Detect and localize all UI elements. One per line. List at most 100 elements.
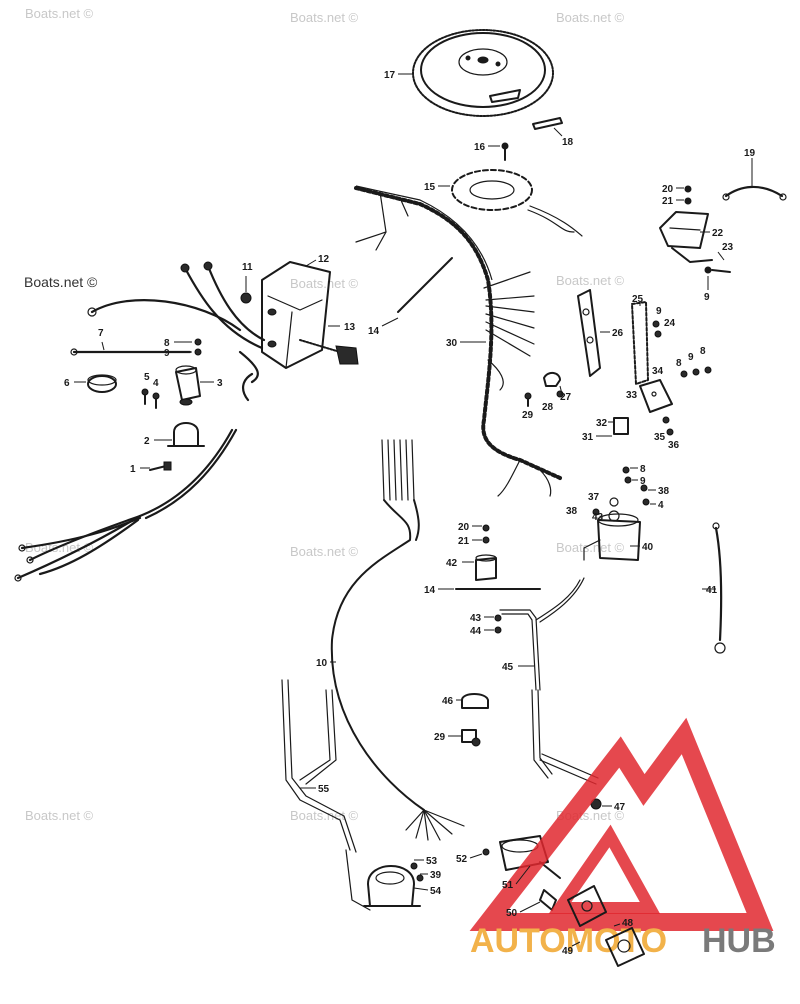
callout-18: 18 [562,137,574,148]
callout-50: 50 [506,908,518,919]
ignition-coil [299,339,359,365]
sleeve [87,375,117,393]
watermark: Boats.net © [290,544,359,559]
callout-16: 16 [474,142,486,153]
watermark: Boats.net © [290,276,359,291]
callout-10: 10 [316,658,328,669]
callout-4b: 4 [658,500,664,511]
callout-5: 5 [144,372,150,383]
callout-19: 19 [744,148,756,159]
callout-1: 1 [130,464,136,475]
callout-8c: 8 [676,358,682,369]
trim-harness [281,679,371,911]
callout-20: 20 [662,184,674,195]
callout-12: 12 [318,254,330,265]
callout-45: 45 [502,662,514,673]
callout-layer: 1 2 3 4 5 6 7 8 9 10 11 12 13 [64,70,756,957]
switch-plate [567,885,645,967]
bolt [149,461,172,471]
callout-24: 24 [664,318,676,329]
clamp-46 [461,693,489,709]
ground-lead [724,185,784,198]
callout-41: 41 [706,585,718,596]
callout-11: 11 [242,262,253,273]
watermark: Boats.net © [556,540,625,555]
callout-9c: 9 [704,292,710,303]
rectifier [659,185,731,274]
stator [451,169,583,237]
callout-17: 17 [384,70,396,81]
clamp [167,422,205,447]
callout-35: 35 [654,432,666,443]
callout-6: 6 [64,378,70,389]
callout-51: 51 [502,880,514,891]
callout-34: 34 [652,366,664,377]
callout-38: 38 [658,486,670,497]
callout-29: 29 [522,410,534,421]
starter-solenoid [583,466,650,561]
callout-47: 47 [614,802,626,813]
callout-20b: 20 [458,522,470,533]
callout-14b: 14 [424,585,436,596]
power-pack [261,261,331,369]
relay [639,379,673,413]
watermark: Boats.net © [290,808,359,823]
callout-38b: 38 [566,506,578,517]
callout-26: 26 [612,328,624,339]
screw-29 [461,729,481,747]
callout-13: 13 [344,322,356,333]
logo-text-automoto: AUTOMOTO [470,922,667,960]
clip [613,417,629,435]
watermark: Boats.net © [290,10,359,25]
callout-4: 4 [153,378,159,389]
terminal-block [577,289,649,385]
callout-39: 39 [430,870,442,881]
watermark: Boats.net © [24,274,98,290]
callout-21b: 21 [458,536,470,547]
watermark: Boats.net © [25,808,94,823]
harness-extension [499,577,599,785]
callout-9: 9 [164,348,170,359]
screw-pair [141,388,160,409]
callout-36: 36 [668,440,680,451]
callout-22: 22 [712,228,724,239]
callout-8e: 8 [640,464,646,475]
control-harness [330,439,465,841]
callout-15: 15 [424,182,436,193]
callout-9e: 9 [688,352,694,363]
callout-27: 27 [560,392,572,403]
solenoid [175,365,201,406]
stator-screw [501,142,509,161]
callout-48: 48 [622,918,634,929]
callout-33: 33 [626,390,638,401]
callout-23: 23 [722,242,734,253]
watermark: Boats.net © [556,273,625,288]
callout-43b: 43 [592,512,604,523]
callout-3: 3 [217,378,223,389]
pack-wires [87,261,266,384]
callout-44: 44 [470,626,482,637]
callout-8: 8 [164,338,170,349]
capacitor [475,554,497,581]
flywheel [412,29,554,117]
callout-9d: 9 [656,306,662,317]
callout-9f: 9 [640,476,646,487]
logo-text-hub: HUB [702,922,776,960]
callout-30: 30 [446,338,458,349]
callout-49: 49 [562,946,574,957]
nut [240,292,252,304]
battery-cable [712,522,726,654]
logo-triangle [469,717,774,931]
callout-28: 28 [542,402,554,413]
callout-21: 21 [662,196,674,207]
battery-cable-bundle [14,372,254,582]
callout-46: 46 [442,696,454,707]
callout-53: 53 [426,856,438,867]
callout-2: 2 [144,436,150,447]
callout-52: 52 [456,854,468,865]
callout-32: 32 [596,418,608,429]
main-harness [354,185,562,497]
callout-42: 42 [446,558,458,569]
callout-37: 37 [588,492,600,503]
